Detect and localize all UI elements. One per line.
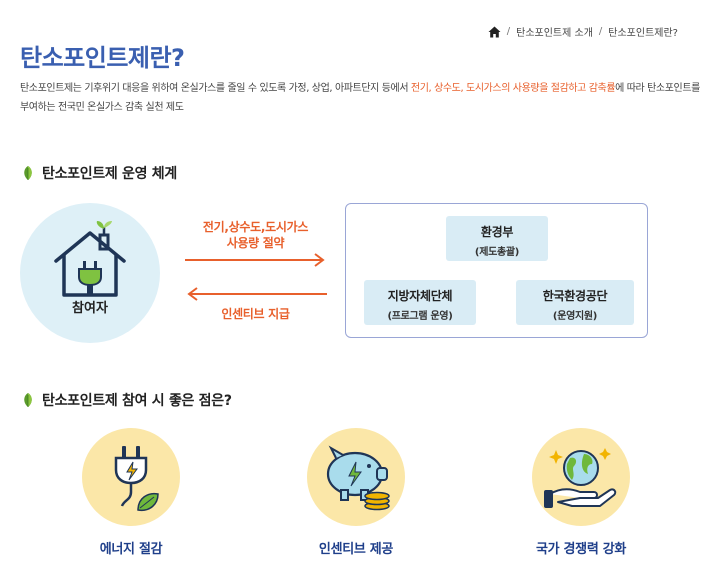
organization-box: 환경부 (제도총괄) 지방자체단체 (프로그램 운영) 한국환경공단 (운영지원… [345,203,648,338]
org-name: 지방자체단체 [387,289,453,303]
org-node-ministry: 환경부 (제도총괄) [446,216,548,261]
benefit-item-competitiveness: 국가 경쟁력 강화 [516,428,646,557]
breadcrumb-separator: / [506,26,511,37]
intro-highlight: 전기, 상수도, 도시가스의 사용량을 절감하고 감축률 [410,83,616,94]
benefit-label: 인센티브 제공 [318,542,394,557]
benefit-circle [532,428,630,526]
intro-text: 탄소포인트제는 기후위기 대응을 위하여 온실가스를 줄일 수 있도록 가정, … [20,79,700,117]
org-name: 한국환경공단 [542,289,608,303]
benefit-circle [82,428,180,526]
globe-hand-icon [544,448,617,508]
benefit-item-energy: 에너지 절감 [66,428,196,557]
benefits-section-heading: 탄소포인트제 참여 시 좋은 점은? [20,390,232,410]
participant-circle: 참여자 [20,203,160,343]
leaf-icon [24,393,32,407]
intro-text-part1: 탄소포인트제는 기후위기 대응을 위하여 온실가스를 줄일 수 있도록 가정, … [20,83,411,94]
leaf-icon [24,166,32,180]
org-role: (제도총괄) [474,247,520,258]
benefit-label: 국가 경쟁력 강화 [535,542,627,557]
page-title: 탄소포인트제란? [20,44,185,72]
org-node-local-government: 지방자체단체 (프로그램 운영) [364,280,476,325]
org-node-keco: 한국환경공단 (운영지원) [516,280,634,325]
benefit-item-incentive: 인센티브 제공 [291,428,421,557]
org-role: (프로그램 운영) [387,311,453,322]
benefit-label: 에너지 절감 [99,542,163,557]
system-section-heading: 탄소포인트제 운영 체계 [20,163,177,183]
house-plug-icon [54,221,126,297]
participant-label: 참여자 [72,301,108,316]
home-icon[interactable] [488,26,501,38]
flow-saving-line1: 전기,상수도,도시가스 [202,220,309,234]
benefits-heading-text: 탄소포인트제 참여 시 좋은 점은? [42,393,232,409]
breadcrumb-separator: / [598,26,603,37]
benefit-circle [307,428,405,526]
breadcrumb-item-intro[interactable]: 탄소포인트제 소개 [516,28,593,39]
flow-saving-line2: 사용량 절약 [226,236,285,250]
arrow-right-icon [185,253,325,267]
arrow-left-icon [187,287,327,301]
intro-text-part2: 에 따라 탄소포인트를 부여하는 전국민 온실가스 감축 실천 제도 [20,83,700,113]
org-role: (운영지원) [552,311,598,322]
org-name: 환경부 [480,225,514,239]
flow-incentive-label: 인센티브 지급 [221,307,290,321]
plug-leaf-icon [114,446,159,512]
system-heading-text: 탄소포인트제 운영 체계 [42,166,177,182]
breadcrumb-item-current: 탄소포인트제란? [608,28,678,39]
flow-saving-label: 전기,상수도,도시가스 사용량 절약 [183,219,328,251]
breadcrumb: / 탄소포인트제 소개 / 탄소포인트제란? [488,24,678,39]
piggy-bank-icon [326,445,390,511]
